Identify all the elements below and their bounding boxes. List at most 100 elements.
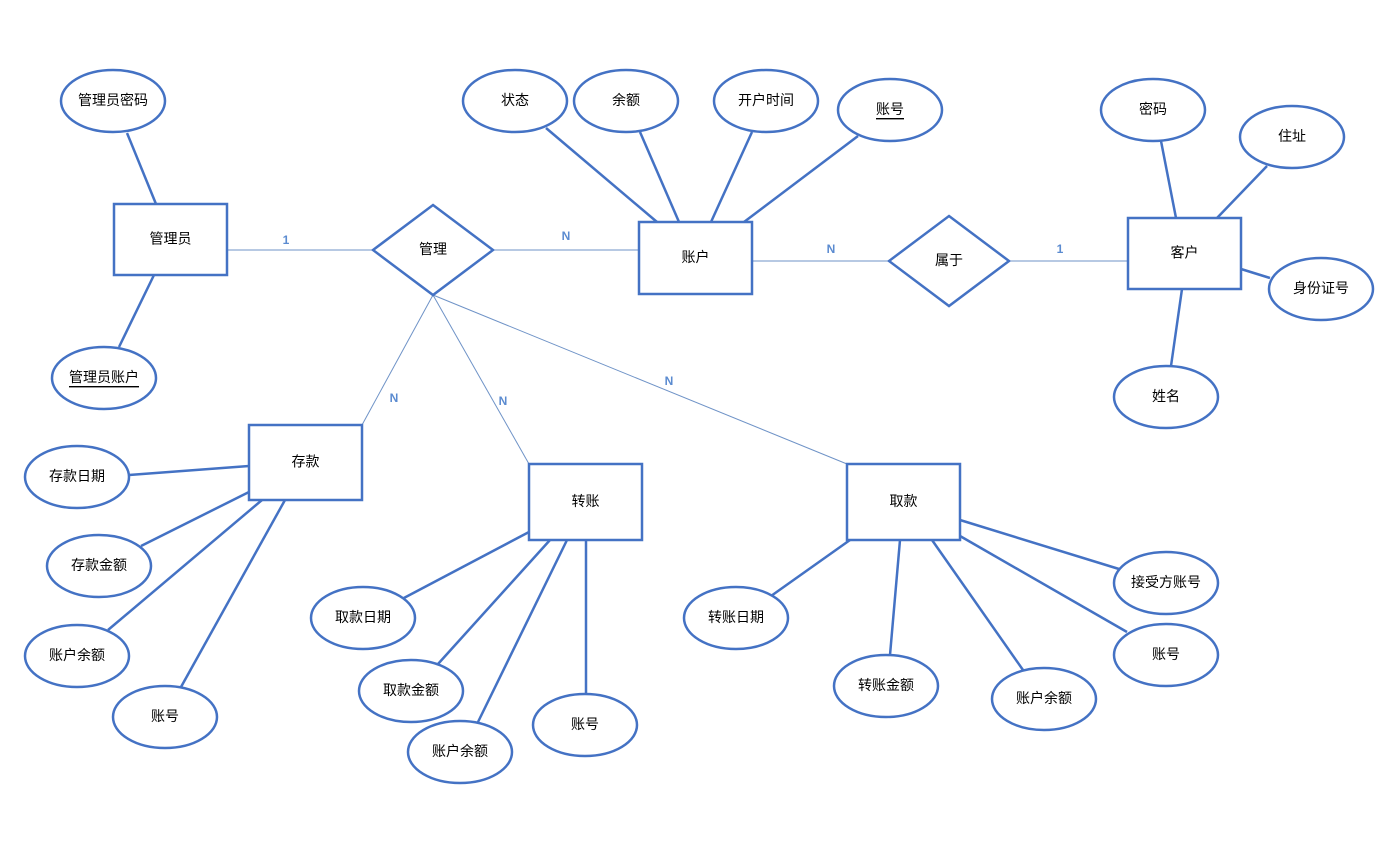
attribute-label: 账户余额 [432,743,488,760]
attribute-ellipse [712,68,820,134]
attribute-ellipse [1112,550,1220,616]
attribute-label: 开户时间 [738,92,794,109]
attribute-admin_pwd[interactable]: 管理员密码 [59,68,167,134]
entity-account[interactable]: 账户 [637,220,754,296]
attr-connector-wd_date [770,538,851,598]
cardinality-label: N [390,391,399,405]
attribute-label: 接受方账号 [1131,574,1201,591]
relationship-label: 管理 [419,242,447,258]
attribute-cust_name[interactable]: 姓名 [1112,364,1220,430]
attribute-ellipse [59,68,167,134]
attr-connector-dep_balance [107,499,263,631]
attribute-label: 存款金额 [71,558,127,574]
attribute-key-label: 管理员账户 [69,369,139,386]
attribute-admin_acct[interactable]: 管理员账户 [50,345,158,411]
attribute-cust_pwd[interactable]: 密码 [1099,77,1207,143]
attribute-ellipse [309,585,417,651]
attribute-tr_balance[interactable]: 账户余额 [406,719,514,785]
attribute-ellipse [682,585,790,651]
entity-withdraw[interactable]: 取款 [845,462,962,542]
attribute-acct_status[interactable]: 状态 [461,68,569,134]
attribute-ellipse [832,653,940,719]
attribute-cust_idno[interactable]: 身份证号 [1267,256,1375,322]
attribute-label: 身份证号 [1293,281,1349,297]
attribute-label: 住址 [1278,129,1306,145]
cardinality-label: 1 [1057,242,1064,256]
attribute-wd_date[interactable]: 转账日期 [682,585,790,651]
link-manage-deposit [361,294,434,426]
attribute-dep_amount[interactable]: 存款金额 [45,533,153,599]
attribute-ellipse [531,692,639,758]
attribute-dep_acct[interactable]: 账号 [111,684,219,750]
attribute-ellipse [572,68,680,134]
attribute-ellipse [406,719,514,785]
attribute-ellipse [45,533,153,599]
attribute-ellipse [1112,622,1220,688]
attribute-acct_opentime[interactable]: 开户时间 [712,68,820,134]
attr-connector-acct_no [743,135,859,223]
relationship-manage[interactable]: 管理 [370,203,496,297]
attr-connector-tr_date [401,530,530,601]
cardinality-label: N [499,394,508,408]
attribute-wd_amount[interactable]: 转账金额 [832,653,940,719]
entity-box [637,220,754,296]
attr-connector-wd_acct [959,534,1128,634]
attribute-ellipse [111,684,219,750]
attr-connector-cust_name [1169,288,1184,367]
attribute-ellipse [461,68,569,134]
attr-connector-cust_idno [1240,267,1271,280]
attribute-ellipse [1112,364,1220,430]
attribute-tr_acct[interactable]: 账号 [531,692,639,758]
attr-connector-tr_balance [476,539,569,723]
cardinality-label: N [562,229,571,243]
entity-transfer[interactable]: 转账 [527,462,644,542]
attribute-label: 余额 [612,92,640,109]
entity-admin[interactable]: 管理员 [112,202,229,277]
entity-box [112,202,229,277]
attribute-acct_no[interactable]: 账号 [836,77,944,143]
attribute-key-label: 账号 [876,102,904,118]
cardinality-label: 1 [283,233,290,247]
entity-box [527,462,644,542]
attr-connector-acct_opentime [709,131,754,223]
attribute-ellipse [23,623,131,689]
attribute-label: 姓名 [1152,389,1180,405]
attr-connector-cust_pwd [1159,140,1178,219]
entity-label: 存款 [292,455,320,471]
attribute-tr_date[interactable]: 取款日期 [309,585,417,651]
entity-customer[interactable]: 客户 [1126,216,1243,291]
attribute-label: 取款金额 [383,683,439,699]
entity-deposit[interactable]: 存款 [247,423,364,502]
entity-box [247,423,364,502]
attr-connector-wd_balance [930,539,1025,671]
cardinality-label: N [665,374,674,388]
attr-connector-acct_balance [638,131,681,223]
relationship-belong[interactable]: 属于 [886,214,1012,308]
attribute-ellipse [23,444,131,510]
attribute-tr_amount[interactable]: 取款金额 [357,658,465,724]
entity-box [1126,216,1243,291]
attribute-wd_recv[interactable]: 接受方账号 [1112,550,1220,616]
attribute-ellipse [1099,77,1207,143]
attribute-label: 密码 [1139,101,1167,118]
attribute-label: 转账日期 [708,610,764,626]
attribute-label: 管理员密码 [78,92,148,109]
relationship-diamond [370,203,496,297]
attribute-wd_acct[interactable]: 账号 [1112,622,1220,688]
attribute-cust_addr[interactable]: 住址 [1238,104,1346,170]
entity-label: 转账 [572,494,600,510]
attribute-dep_balance[interactable]: 账户余额 [23,623,131,689]
attribute-acct_balance[interactable]: 余额 [572,68,680,134]
attribute-label: 转账金额 [858,678,914,694]
attribute-label: 账户余额 [1016,690,1072,707]
attribute-label: 存款日期 [49,469,105,485]
attr-connector-cust_addr [1216,165,1268,219]
attribute-wd_balance[interactable]: 账户余额 [990,666,1098,732]
entity-label: 取款 [890,494,918,510]
attribute-dep_date[interactable]: 存款日期 [23,444,131,510]
attr-connector-admin_acct [117,274,156,348]
relationship-diamond [886,214,1012,308]
attribute-ellipse [836,77,944,143]
entity-label: 客户 [1171,245,1199,262]
